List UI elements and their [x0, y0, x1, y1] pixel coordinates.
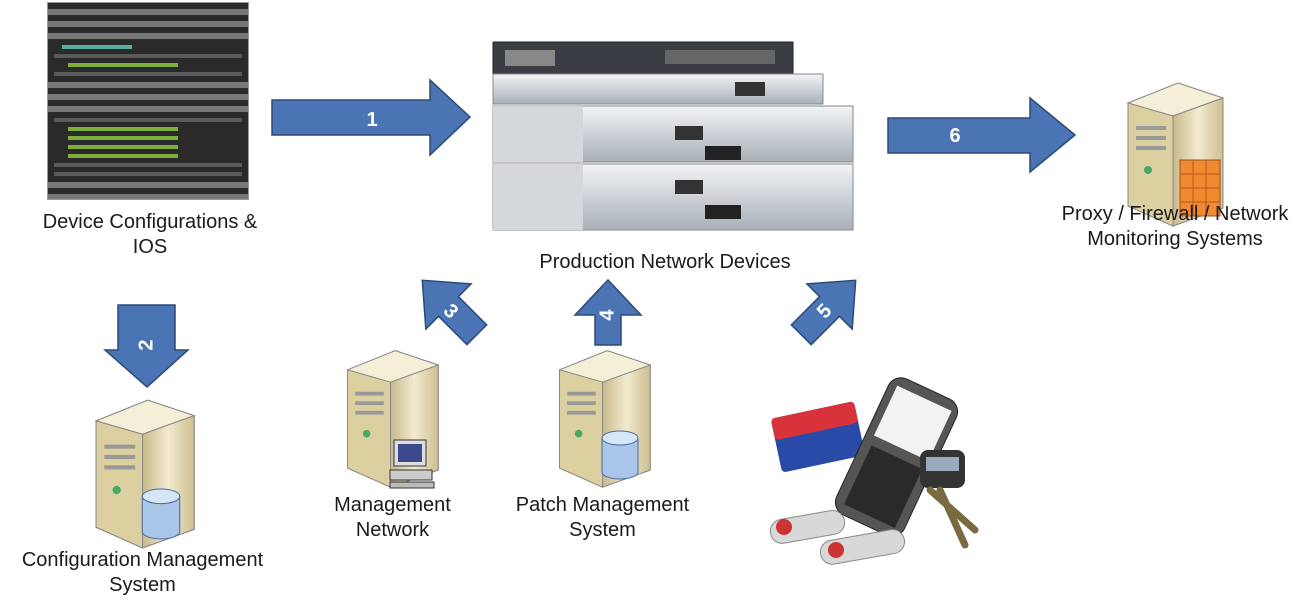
- arrow-4: 4: [573, 278, 643, 346]
- config-mgmt-label: Configuration Management System: [21, 549, 264, 596]
- production-devices-label: Production Network Devices: [539, 251, 791, 273]
- router-stack-image: [492, 41, 854, 231]
- arrow-6-number: 6: [949, 125, 960, 147]
- device-configs-label: Device Configurations & IOS: [42, 211, 258, 258]
- arrow-3: 3: [421, 279, 488, 346]
- arrow-2-number: 2: [135, 339, 157, 350]
- arrow-4-number: 4: [596, 309, 618, 321]
- arrow-5: 5: [790, 279, 857, 346]
- mgmt-network-label: Management Network: [334, 494, 451, 541]
- remote-access-devices-image: [769, 377, 979, 565]
- device-config-screenshot: [47, 2, 249, 200]
- arrow-1-number: 1: [366, 109, 377, 131]
- workstation-icon: [389, 439, 435, 489]
- arrow-2: 2: [103, 304, 190, 389]
- arrow-1: 1: [271, 78, 472, 157]
- proxy-label: Proxy / Firewall / Network Monitoring Sy…: [1061, 203, 1289, 250]
- arrow-6: 6: [887, 96, 1077, 174]
- proxy-server-icon: [1118, 78, 1228, 228]
- patch-mgmt-label: Patch Management System: [515, 494, 690, 541]
